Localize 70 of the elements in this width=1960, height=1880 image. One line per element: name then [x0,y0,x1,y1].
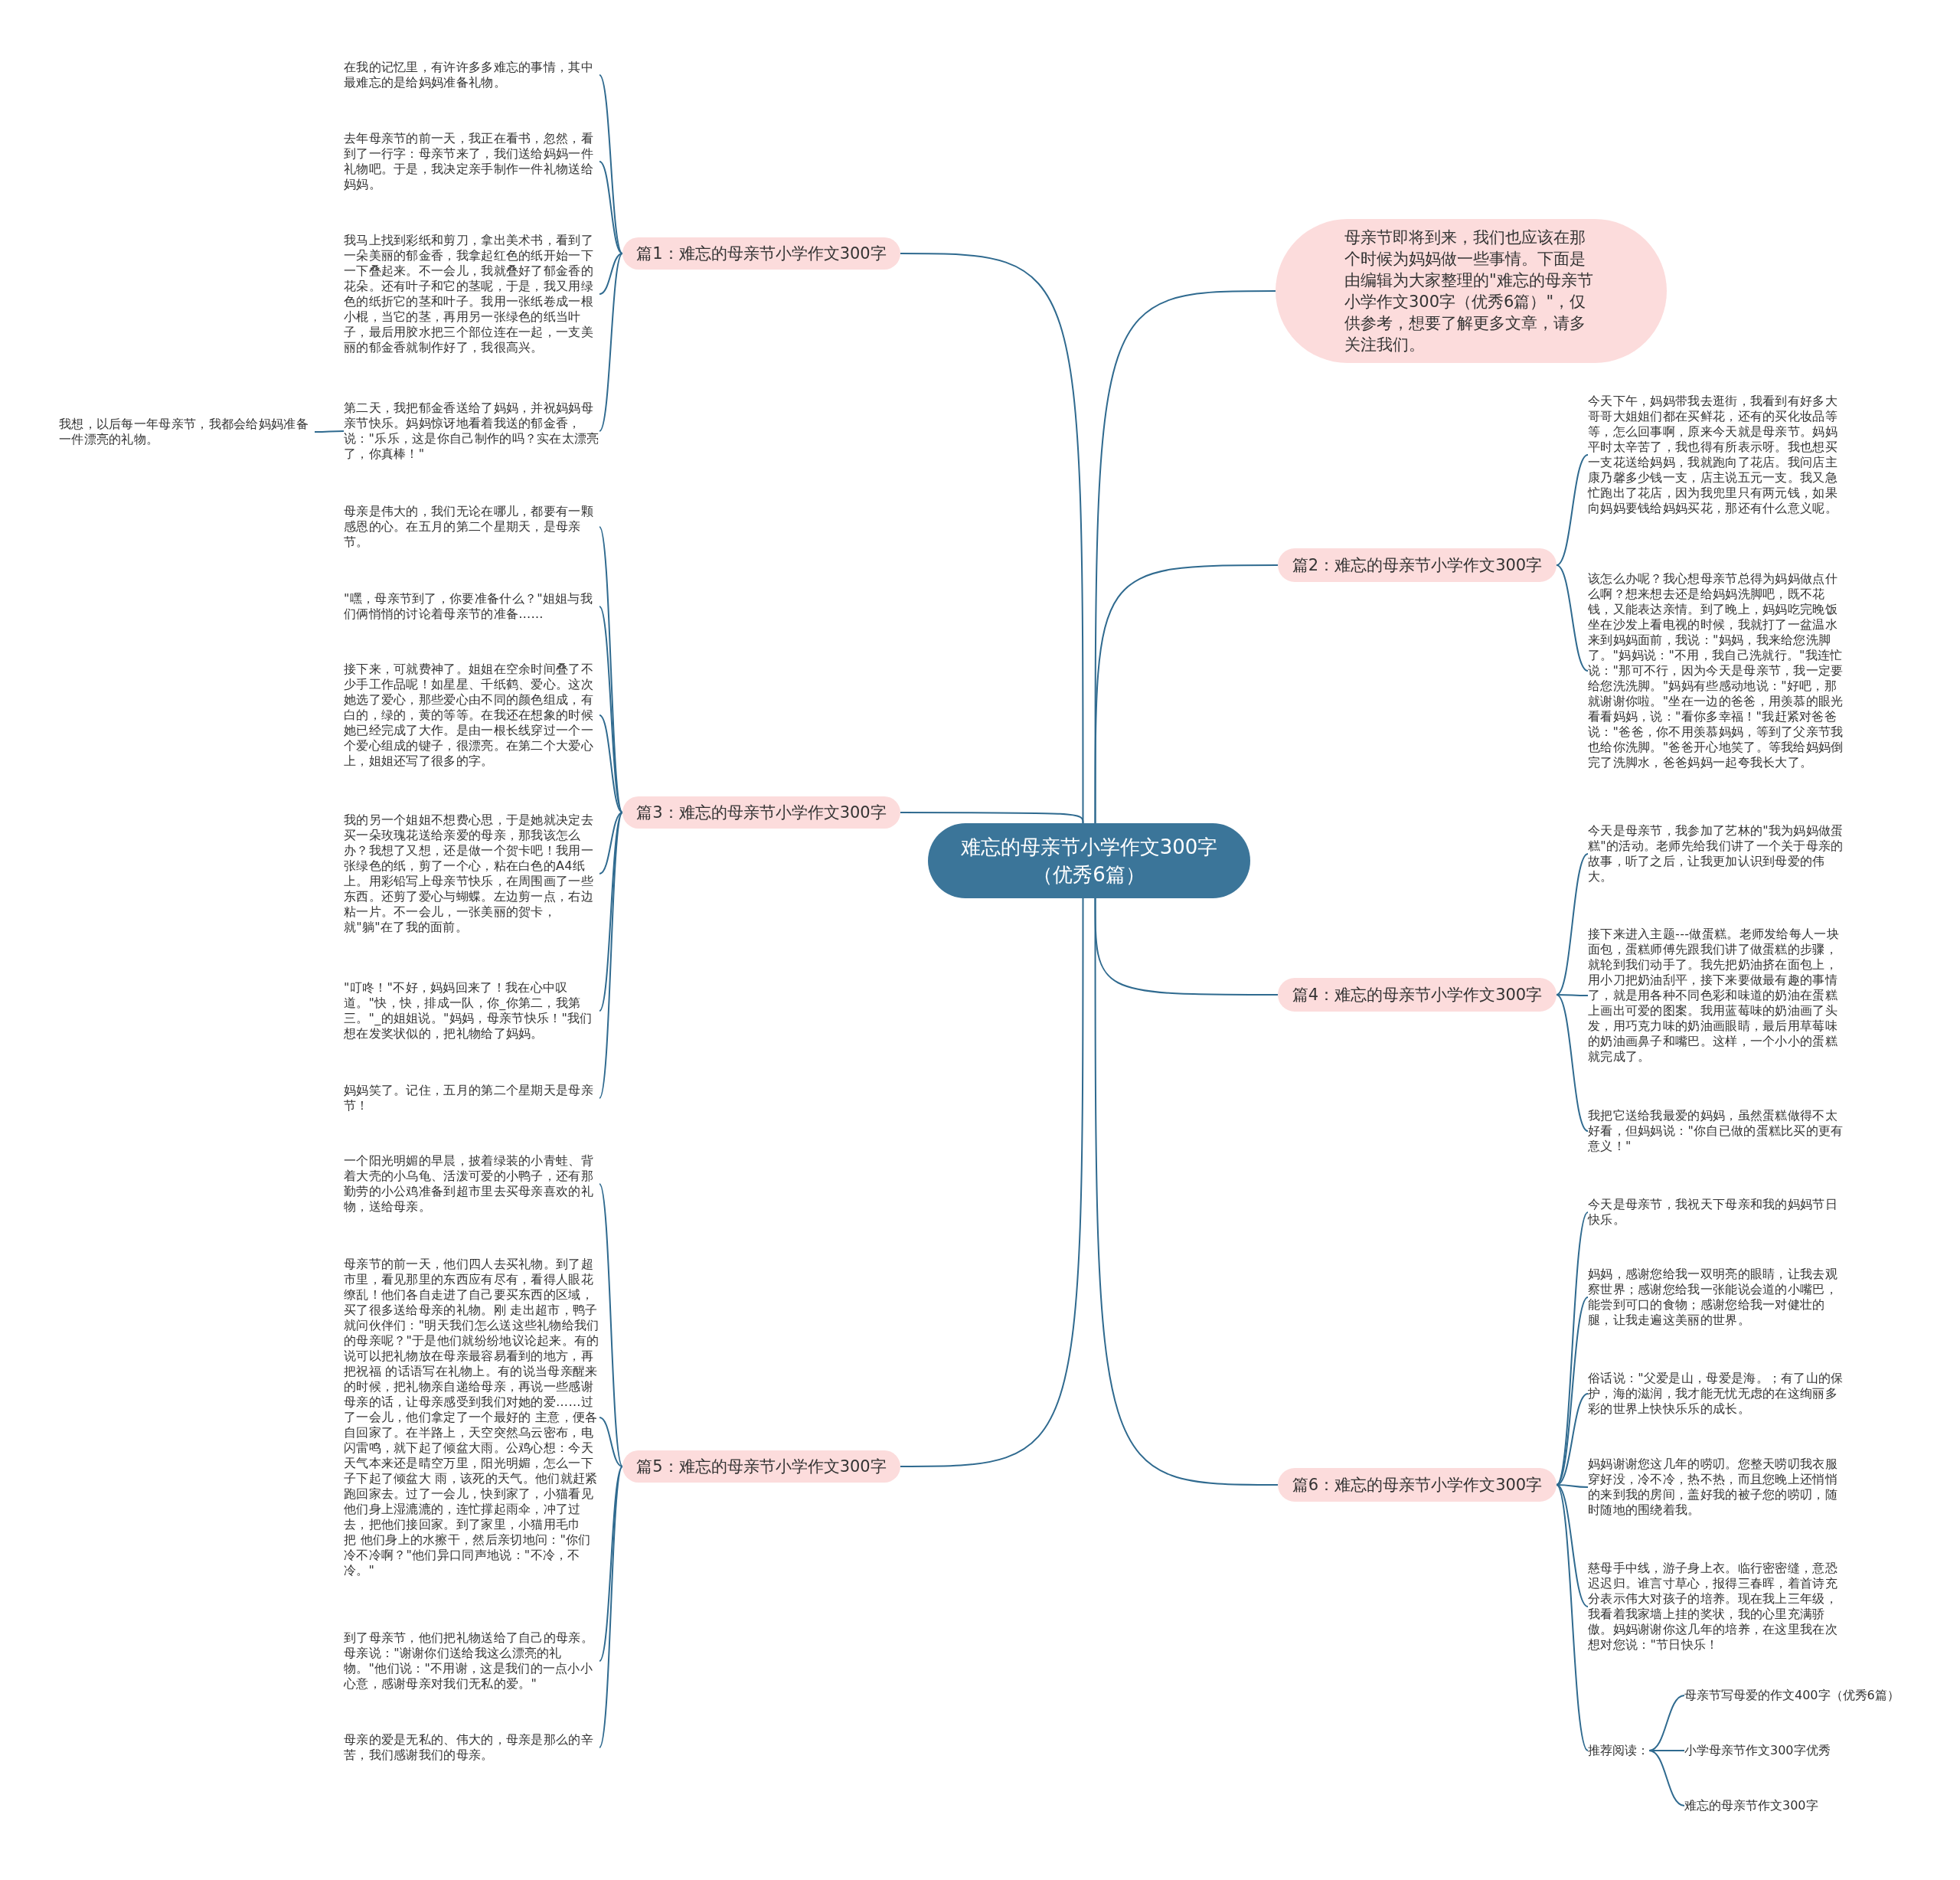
paragraph-text: 慈母手中线，游子身上衣。临行密密缝，意恐迟迟归。谁言寸草心，报得三春晖，着首诗充分表示伟大对孩子的培养。现在我上三年级，我看着我家墙上挂的奖状，我的心里充满骄傲。妈妈谢谢你这几年的培养，在这里我在次想对您说："节日快乐！ [1588,1561,1838,1653]
paragraph-text: 今天是母亲节，我参加了艺林的"我为妈妈做蛋糕"的活动。老师先给我们讲了一个关于母亲的故事，听了之后，让我更加认识到母爱的伟大。 [1588,823,1844,884]
topic-text: 篇6：难忘的母亲节小学作文300字 [1292,1475,1543,1496]
connector-line [1094,564,1279,824]
topic-text: 难忘的母亲节小学作文300字（优秀6篇） [959,835,1219,888]
topic-text: 篇1：难忘的母亲节小学作文300字 [636,244,887,264]
link-text: 小学母亲节作文300字优秀 [1684,1743,1831,1758]
connector-line [1556,853,1589,996]
connector-line [599,1417,623,1467]
connector-line [599,161,623,254]
paragraph-text: "叮咚！"不好，妈妈回来了！我在心中叹道。"快，快，排成一队，你_你第二，我第三。"_的姐姐说。"妈妈，母亲节快乐！"我们想在发奖状似的，把礼物给了妈妈。 [344,980,593,1041]
connector-line [599,812,623,1099]
topic-text: 篇5：难忘的母亲节小学作文300字 [636,1457,887,1477]
paragraph-text: 接下来，可就费神了。姐姐在空余时间叠了不少手工作品呢！如星星、千纸鹤、爱心。这次她选了爱心，那些爱心由不同的颜色组成，有白的，绿的，黄的等等。在我还在想象的时候她已经完成了大作。是由一根长线穿过一个一个爱心组成的键子，很漂亮。在第二个大爱心上，姐姐还写了很多的字。 [344,662,594,769]
topic-text: 篇4：难忘的母亲节小学作文300字 [1292,985,1543,1005]
paragraph-text: 第二天，我把郁金香送给了妈妈，并祝妈妈母亲节快乐。妈妈惊讶地看着我送的郁金香，说："乐乐，这是你自己制作的吗？实在太漂亮了，你真棒！" [344,401,599,462]
paragraph-text: "嘿，母亲节到了，你要准备什么？"姐姐与我们俩悄悄的讨论着母亲节的准备…… [344,591,594,622]
paragraph-text: 我的另一个姐姐不想费心思，于是她就决定去买一朵玫瑰花送给亲爱的母亲，那我该怎么办？我想了又想，还是做一个贺卡吧！我用一张绿色的纸，剪了一个心，粘在白色的A4纸上。用彩铅写上母亲节快乐，在周围画了一些东西。还剪了爱心与蝴蝶。左边剪一点，右边粘一片。不一会儿，一张美丽的贺卡，就"躺"在了我的面前。 [344,812,594,935]
link-text: 推荐阅读： [1588,1743,1649,1758]
connector-line [599,1183,623,1467]
paragraph-text: 母亲是伟大的，我们无论在哪儿，都要有一颗感恩的心。在五月的第二个星期天，是母亲节。 [344,504,594,550]
connector-line [599,253,623,432]
paragraph-text: 在我的记忆里，有许许多多难忘的事情，其中最难忘的是给妈妈准备礼物。 [344,60,594,90]
topic-pill [1278,548,1557,582]
paragraph-text: 我把它送给我最爱的妈妈，虽然蛋糕做得不太好看，但妈妈说："你自已做的蛋糕比买的更有意义！" [1588,1108,1844,1154]
link-text: 难忘的母亲节作文300字 [1684,1798,1818,1813]
paragraph-text: 母亲的爱是无私的、伟大的，母亲是那么的辛苦，我们感谢我们的母亲。 [344,1732,594,1763]
topic-text: 篇2：难忘的母亲节小学作文300字 [1292,555,1543,576]
link-text: 母亲节写母爱的作文400字（优秀6篇） [1684,1688,1900,1703]
connector-line [599,606,623,813]
paragraph-text: 接下来进入主题---做蛋糕。老师发给每人一块面包，蛋糕师傅先跟我们讲了做蛋糕的步骤，就轮到我们动手了。我先把奶油挤在面包上，用小刀把奶油刮平，接下来要做最有趣的事情了，就是用各种不同色彩和味道的奶油在蛋糕上画出可爱的图案。我用蓝莓味的奶油画了头发，用巧克力味的奶油画眼睛，最后用草莓味的奶油画鼻子和嘴巴。这样，一个小小的蛋糕就完成了。 [1588,927,1840,1064]
paragraph-text: 到了母亲节，他们把礼物送给了自己的母亲。母亲说："谢谢你们送给我这么漂亮的礼物。"他们说："不用谢，这是我们的一点小小心意，感谢母亲对我们无私的爱。" [344,1630,594,1692]
connector-line [1094,897,1279,1486]
connector-line [599,1466,623,1662]
paragraph-text: 妈妈笑了。记住，五月的第二个星期天是母亲节！ [344,1083,594,1113]
paragraph-text: 我马上找到彩纸和剪刀，拿出美术书，看到了一朵美丽的郁金香，我拿起红色的纸开始一下一下叠起来。不一会儿，我就叠好了郁金香的花朵。还有叶子和它的茎呢，于是，我又用绿色的纸折它的茎和叶子。我用一张纸卷成一根小棍，当它的茎，再用另一张绿色的纸当叶子，最后用胶水把三个部位连在一起，一支美丽的郁金香就制作好了，我很高兴。 [344,233,594,355]
paragraph-text: 去年母亲节的前一天，我正在看书，忽然，看到了一行字：母亲节来了，我们送给妈妈一件礼物吧。于是，我决定亲手制作一件礼物送给妈妈。 [344,131,594,192]
connector-line [1556,1484,1589,1751]
connector-line [900,812,1084,824]
topic-text: 篇3：难忘的母亲节小学作文300字 [636,803,887,823]
connector-line [599,714,623,813]
connector-line [599,812,623,1012]
paragraph-text: 俗话说："父爱是山，母爱是海。；有了山的保护，海的滋润，我才能无忧无虑的在这绚丽多彩的世界上快快乐乐的成长。 [1588,1371,1844,1417]
paragraph-text: 今天下午，妈妈带我去逛街，我看到有好多大哥哥大姐姐们都在买鲜花，还有的买化妆品等等，怎么回事啊，原来今天就是母亲节。妈妈平时太辛苦了，我也得有所表示呀。我也想买一支花送给妈妈，我就跑向了花店。我问店主康乃馨多少钱一支，店主说五元一支。我又急忙跑出了花店，因为我兜里只有两元钱，如果向妈妈要钱给妈妈买花，那还有什么意义呢。 [1588,394,1838,516]
connector-line [1556,994,1589,996]
connector-line [900,897,1084,1467]
connector-line [599,1466,623,1748]
intro-text: 母亲节即将到来，我们也应该在那个时候为妈妈做一些事情。下面是由编辑为大家整理的"难忘的母亲节小学作文300字（优秀6篇）"，仅供参考，想要了解更多文章，请多关注我们。 [1344,227,1594,355]
paragraph-text: 该怎么办呢？我心想母亲节总得为妈妈做点什么啊？想来想去还是给妈妈洗脚吧，既不花钱，又能表达亲情。到了晚上，妈妈吃完晚饭坐在沙发上看电视的时候，我就打了一盆温水来到妈妈面前，我说："妈妈，我来给您洗脚了。"妈妈说："不用，我自己洗就行。"我连忙说："那可不行，因为今天是母亲节，我一定要给您洗洗脚。"妈妈有些感动地说："好吧，那就谢谢你啦。"坐在一边的爸爸，用羡慕的眼光看看妈妈，说："看你多幸福！"我赶紧对爸爸说："爸爸，你不用羡慕妈妈，等到了父亲节我也给你洗脚。"爸爸开心地笑了。等我给妈妈倒完了洗脚水，爸爸妈妈一起夸我长大了。 [1588,571,1844,770]
connector-line [1556,1484,1589,1607]
connector-line [1556,1296,1589,1486]
paragraph-text: 我想，以后每一年母亲节，我都会给妈妈准备一件漂亮的礼物。 [59,417,309,447]
connector-line [1556,454,1589,566]
topic-pill [622,796,900,829]
topic-pill [1278,1468,1557,1502]
topic-pill [622,237,900,270]
topic-pill [1278,978,1557,1012]
connector-line [1556,994,1589,1132]
paragraph-text: 妈妈谢谢您这几年的唠叨。您整天唠叨我衣服穿好没，冷不冷，热不热，而且您晚上还悄悄的来到我的房间，盖好我的被子您的唠叨，随时随地的围绕着我。 [1588,1457,1838,1518]
paragraph-text: 今天是母亲节，我祝天下母亲和我的妈妈节日快乐。 [1588,1197,1838,1228]
paragraph-text: 母亲节的前一天，他们四人去买礼物。到了超市里，看见那里的东西应有尽有，看得人眼花缭乱！他们各自走进了自己要买东西的区域，买了很多送给母亲的礼物。刚 走出超市，鸭子就问伙伴们："明天我们怎么送这些礼物给我们的母亲呢？"于是他们就纷纷地议论起来。有的说可以把礼物放在母亲最容易看到的地方，再把祝福 的话语写在礼物上。有的说当母亲醒来的时候，把礼物亲自递给母亲，再说一些感谢母亲的话，让母亲感受到我们对她的爱……过了一会儿，他们拿定了一个最好的 主意，便各自回家了。在半路上，天空突然乌云密布，电闪雷鸣，就下起了倾盆大雨。公鸡心想：今天天气本来还是晴空万里，阳光明媚，怎么一下子下起了倾盆大 雨，该死的天气。他们就赶紧跑回家去。过了一会儿，快到家了，小猫看见他们身上湿漉漉的，连忙撑起雨伞，冲了过去，把他们接回家。到了家里，小猫用毛巾把 他们身上的水擦干，然后亲切地问："你们冷不冷啊？"他们异口同声地说："不冷，不冷。" [344,1257,599,1578]
connector-line [1556,564,1589,672]
paragraph-text: 妈妈，感谢您给我一双明亮的眼睛，让我去观察世界；感谢您给我一张能说会道的小嘴巴，能尝到可口的食物；感谢您给我一对健壮的腿，让我走遍这美丽的世界。 [1588,1267,1838,1328]
connector-line [314,430,345,433]
connector-line [1648,1750,1685,1806]
connector-line [599,812,623,875]
paragraph-text: 一个阳光明媚的早晨，披着绿装的小青蛙、背着大壳的小乌龟、活泼可爱的小鸭子，还有那勤劳的小公鸡准备到超市里去买母亲喜欢的礼物，送给母亲。 [344,1153,594,1215]
connector-line [599,253,623,295]
topic-pill [622,1450,900,1483]
connector-line [1556,1393,1589,1486]
